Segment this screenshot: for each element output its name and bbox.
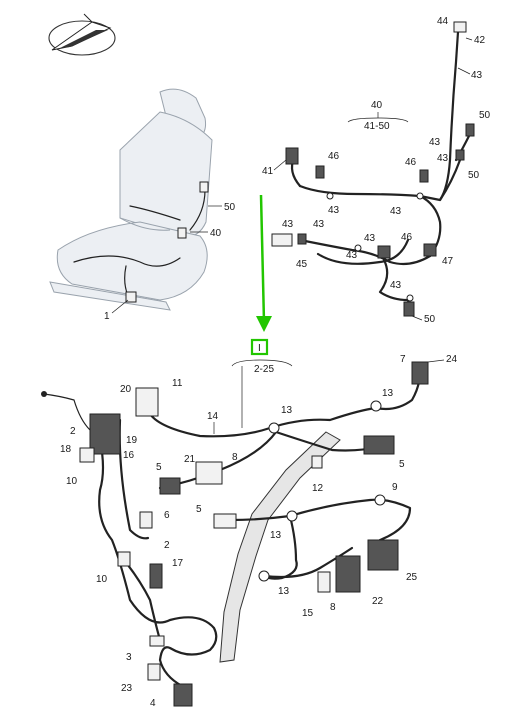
callout-seat-harness: 1 bbox=[104, 311, 110, 322]
lower-harness-group: 2-25 bbox=[41, 359, 429, 707]
callout-50a: 50 bbox=[479, 110, 491, 121]
callout-seat-lower: 40 bbox=[210, 228, 222, 239]
seat-callouts: 1 50 40 bbox=[104, 202, 236, 322]
callout-13a: 13 bbox=[382, 388, 394, 399]
callout-43j: 43 bbox=[390, 280, 402, 291]
top-group-label: 40 bbox=[371, 100, 383, 111]
callout-43e: 43 bbox=[390, 206, 402, 217]
top-group-range: 41-50 bbox=[364, 121, 390, 132]
callout-14: 14 bbox=[207, 411, 219, 422]
callout-42: 42 bbox=[474, 35, 486, 46]
callout-19: 19 bbox=[126, 435, 138, 446]
callout-46b: 46 bbox=[405, 157, 417, 168]
callout-3: 3 bbox=[126, 652, 132, 663]
callout-8b: 8 bbox=[330, 602, 336, 613]
callout-10a: 10 bbox=[66, 476, 78, 487]
callout-13c: 13 bbox=[270, 530, 282, 541]
callout-13d: 13 bbox=[278, 586, 290, 597]
callout-9: 9 bbox=[392, 482, 398, 493]
callout-43h: 43 bbox=[364, 233, 376, 244]
section-marker: I bbox=[258, 343, 261, 354]
callout-2a: 2 bbox=[70, 426, 76, 437]
callout-50b: 50 bbox=[468, 170, 480, 181]
callout-5a: 5 bbox=[156, 462, 162, 473]
upper-harness-callouts: 44 42 43 50 43 43 50 41 46 46 43 43 43 4… bbox=[262, 16, 491, 325]
callout-50c: 50 bbox=[424, 314, 436, 325]
seat-illustration bbox=[49, 88, 213, 311]
callout-46c: 46 bbox=[401, 232, 413, 243]
upper-harness-group: 40 41-50 bbox=[271, 21, 475, 317]
callout-43d: 43 bbox=[328, 205, 340, 216]
callout-43i: 43 bbox=[346, 250, 358, 261]
callout-5c: 5 bbox=[196, 504, 202, 515]
callout-21: 21 bbox=[184, 454, 196, 465]
callout-5b: 5 bbox=[399, 459, 405, 470]
callout-13b: 13 bbox=[281, 405, 293, 416]
callout-16: 16 bbox=[123, 450, 135, 461]
callout-seat-upper: 50 bbox=[224, 202, 236, 213]
callout-8a: 8 bbox=[232, 452, 238, 463]
bottom-group-range: 2-25 bbox=[254, 364, 274, 375]
callout-12: 12 bbox=[312, 483, 324, 494]
green-pointer-arrow: I bbox=[250, 194, 272, 356]
callout-23: 23 bbox=[121, 683, 133, 694]
callout-7: 7 bbox=[400, 354, 406, 365]
callout-44: 44 bbox=[437, 16, 449, 27]
callout-15: 15 bbox=[302, 608, 314, 619]
callout-25: 25 bbox=[406, 572, 418, 583]
callout-41: 41 bbox=[262, 166, 274, 177]
callout-43g: 43 bbox=[313, 219, 325, 230]
callout-20: 20 bbox=[120, 384, 132, 395]
callout-46a: 46 bbox=[328, 151, 340, 162]
lower-harness-callouts: 7 24 20 11 13 14 13 2 19 18 16 10 21 8 5… bbox=[60, 354, 458, 709]
callout-47: 47 bbox=[442, 256, 454, 267]
callout-43c: 43 bbox=[437, 153, 449, 164]
callout-2b: 2 bbox=[164, 540, 170, 551]
callout-43a: 43 bbox=[471, 70, 483, 81]
callout-43f: 43 bbox=[282, 219, 294, 230]
callout-18: 18 bbox=[60, 444, 72, 455]
callout-22: 22 bbox=[372, 596, 384, 607]
callout-24: 24 bbox=[446, 354, 458, 365]
callout-43b: 43 bbox=[429, 137, 441, 148]
compass-logo-icon bbox=[48, 13, 116, 56]
callout-17: 17 bbox=[172, 558, 184, 569]
callout-11: 11 bbox=[172, 378, 183, 389]
callout-6: 6 bbox=[164, 510, 170, 521]
callout-4: 4 bbox=[150, 698, 156, 709]
callout-45: 45 bbox=[296, 259, 308, 270]
callout-10b: 10 bbox=[96, 574, 108, 585]
